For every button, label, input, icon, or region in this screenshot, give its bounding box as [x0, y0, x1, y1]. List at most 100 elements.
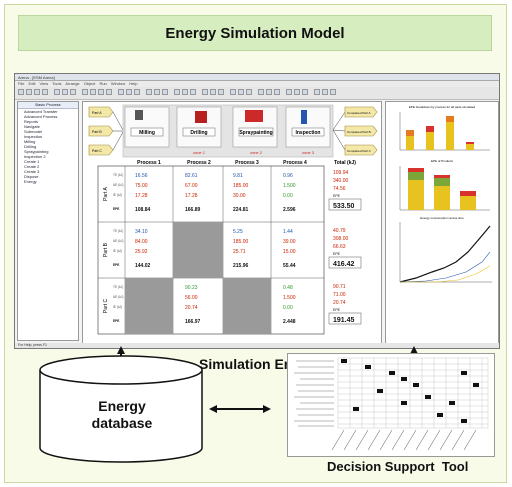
tree-item[interactable]: Create 3: [24, 169, 40, 174]
toolbar-button[interactable]: [238, 89, 244, 95]
toolbar-button[interactable]: [126, 89, 132, 95]
toolbar-button[interactable]: [106, 89, 112, 95]
series-line-c: [400, 265, 491, 283]
total-c: 90.71 71.00 20.74 EPE 191.45: [328, 284, 362, 325]
toolbar-button[interactable]: [202, 89, 208, 95]
spraypainting-booth-icon: [245, 110, 263, 122]
row-labels-c: TE (kJ) AE (kJ) IE (kJ) EPE: [113, 285, 123, 323]
toolbar-button[interactable]: [174, 89, 180, 95]
milling-label: Milling: [139, 130, 155, 136]
completed-block-b[interactable]: [344, 125, 378, 137]
cell-epe: 166.89: [185, 207, 201, 213]
create-block-a[interactable]: [88, 106, 114, 118]
decision-support-tool-label: Decision Support Tool: [327, 459, 469, 474]
toolbar-button[interactable]: [218, 89, 224, 95]
milling-box: [130, 127, 164, 137]
tree-item[interactable]: Energy: [24, 179, 37, 184]
row-header-a: Part A: [103, 187, 109, 201]
bar: [406, 136, 414, 150]
toolbar-button[interactable]: [190, 89, 196, 95]
toolbar-button[interactable]: [274, 89, 280, 95]
toolbar-button[interactable]: [42, 89, 48, 95]
toolbar-button[interactable]: [154, 89, 160, 95]
toolbar-button[interactable]: [70, 89, 76, 95]
inspection-station[interactable]: [285, 106, 331, 148]
bar: [408, 180, 424, 210]
tree-item[interactable]: Create 1: [24, 159, 40, 164]
toolbar-button[interactable]: [302, 89, 308, 95]
cell-epe: 215.96: [233, 263, 249, 269]
toolbar-button[interactable]: [90, 89, 96, 95]
drilling-box: [182, 127, 216, 137]
matrix-marker: [353, 407, 359, 411]
row-label-ae: AE (kJ): [113, 183, 123, 187]
cell-a4: 0.96 1.500 0.00 2.596: [283, 173, 296, 213]
row-label-ie: IE (kJ): [113, 193, 122, 197]
model-canvas[interactable]: Part A Part B Part C Milling Drilling Sp…: [82, 101, 382, 346]
toolbar-button[interactable]: [330, 89, 336, 95]
tree-item[interactable]: Inspection: [24, 134, 43, 139]
col-header-1: Process 1: [137, 160, 161, 166]
row-header-b: Part B: [103, 242, 109, 257]
tree-item[interactable]: Dispose: [24, 174, 39, 179]
toolbar-button[interactable]: [18, 89, 24, 95]
milling-station[interactable]: [124, 106, 170, 148]
empty-cell-b2: [173, 222, 223, 278]
tree-item[interactable]: Advanced Transfer: [24, 109, 58, 114]
tree-item[interactable]: Submodel: [24, 129, 43, 134]
cell-te: 82.61: [185, 173, 198, 179]
toolbar-button[interactable]: [286, 89, 292, 95]
completed-connectors: [332, 111, 346, 151]
tree-item[interactable]: Navigate: [24, 124, 40, 129]
toolbar-button[interactable]: [266, 89, 272, 95]
project-tree[interactable]: Basic Process Advanced Transfer Advanced…: [17, 101, 79, 341]
database-label-line1: Energy: [98, 398, 146, 414]
tree-item[interactable]: Inspection 2: [24, 154, 46, 159]
toolbar-button[interactable]: [182, 89, 188, 95]
create-block-c[interactable]: [88, 144, 114, 156]
matrix-marker: [425, 395, 431, 399]
tree-item[interactable]: Create 2: [24, 164, 40, 169]
toolbar-button[interactable]: [82, 89, 88, 95]
zone-label-2: zone 2: [250, 150, 263, 155]
toolbar-button[interactable]: [322, 89, 328, 95]
toolbar-button[interactable]: [118, 89, 124, 95]
toolbar-button[interactable]: [34, 89, 40, 95]
toolbar-button[interactable]: [294, 89, 300, 95]
cell-epe: 166.97: [185, 319, 201, 325]
toolbar-button[interactable]: [258, 89, 264, 95]
total-b: 40.79 308.00 66.63 EPE 416.42: [328, 228, 362, 269]
toolbar-button[interactable]: [98, 89, 104, 95]
completed-block-c[interactable]: [344, 144, 378, 156]
total-ie: 74.56: [333, 186, 346, 192]
cell-epe: 144.02: [135, 263, 151, 269]
toolbar-button[interactable]: [146, 89, 152, 95]
matrix-markers: [341, 359, 479, 423]
toolbar-button[interactable]: [314, 89, 320, 95]
tree-item[interactable]: Reports: [24, 119, 39, 124]
empty-cell-c3: [223, 278, 271, 334]
tree-item[interactable]: Milling: [24, 139, 36, 144]
row-label-epe: EPE: [113, 263, 119, 267]
cell-ae: 56.00: [185, 295, 198, 301]
tree-item[interactable]: Drilling: [24, 144, 37, 149]
decision-support-matrix: [287, 353, 495, 457]
toolbar-button[interactable]: [26, 89, 32, 95]
toolbar-button[interactable]: [210, 89, 216, 95]
tree-header[interactable]: Basic Process: [18, 102, 78, 109]
toolbar-button[interactable]: [230, 89, 236, 95]
charts-pane-svg: EPE breakdown by process for all parts s…: [399, 105, 492, 283]
total-te: 109.94: [333, 170, 349, 176]
tree-item[interactable]: Spraypainting: [24, 149, 49, 154]
toolbar-button[interactable]: [162, 89, 168, 95]
toolbar-button[interactable]: [246, 89, 252, 95]
row-label-ie: IE (kJ): [113, 305, 122, 309]
completed-block-a[interactable]: [344, 106, 378, 118]
toolbar-button[interactable]: [134, 89, 140, 95]
toolbar-button[interactable]: [62, 89, 68, 95]
create-block-b[interactable]: [88, 125, 114, 137]
matrix-marker: [365, 365, 371, 369]
tree-item[interactable]: Advanced Process: [24, 114, 58, 119]
toolbar-button[interactable]: [54, 89, 60, 95]
row-label-te: TE (kJ): [113, 173, 123, 177]
